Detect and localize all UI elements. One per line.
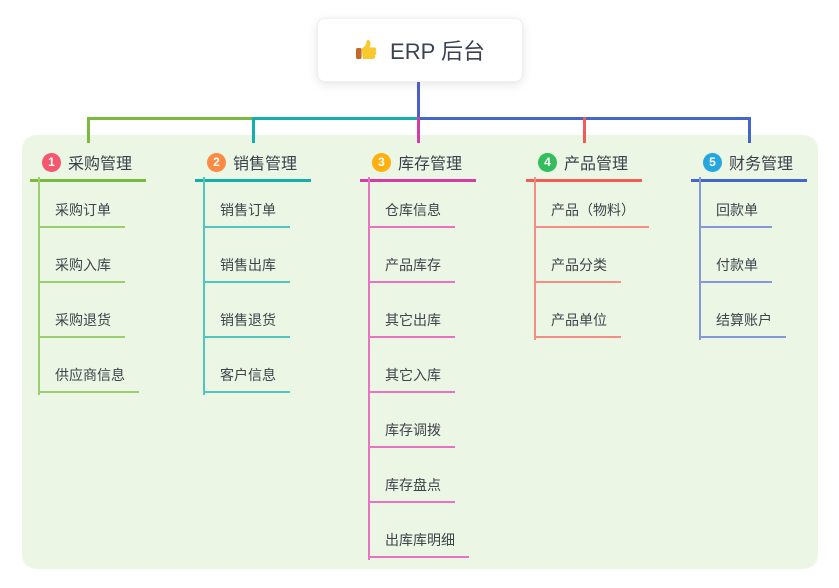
branch-number-badge: 5 [703,152,722,172]
connector-line [251,117,255,143]
branch-node[interactable]: 5 财务管理 [691,150,807,182]
child-node[interactable]: 库存盘点 [368,475,455,503]
child-node[interactable]: 产品分类 [534,255,621,283]
branch-node[interactable]: 4 产品管理 [526,150,642,182]
child-node[interactable]: 产品单位 [534,310,621,338]
child-node[interactable]: 产品库存 [368,255,455,283]
branch-node[interactable]: 1 采购管理 [30,150,146,182]
child-node[interactable]: 销售订单 [203,200,290,228]
child-node[interactable]: 其它出库 [368,310,455,338]
branch-title: 销售管理 [233,156,298,173]
thumbs-up-icon [355,38,380,62]
connector-line [251,117,420,120]
connector-line [699,177,701,340]
child-node[interactable]: 出库库明细 [368,530,469,558]
connector-line [582,117,586,143]
child-node[interactable]: 采购入库 [38,255,125,283]
branch-title: 库存管理 [398,156,463,173]
branch-title: 财务管理 [729,156,794,173]
child-node[interactable]: 供应商信息 [38,365,139,393]
connector-line [534,177,536,340]
child-node[interactable]: 产品（物料） [534,200,649,228]
branch-number-badge: 1 [42,152,61,172]
branch-title: 产品管理 [564,156,629,173]
branch-node[interactable]: 3 库存管理 [360,150,476,182]
connector-line [38,177,40,395]
child-node[interactable]: 采购退货 [38,310,125,338]
root-title: ERP 后台 [390,39,485,64]
connector-line [416,117,420,143]
branch-title: 采购管理 [68,156,133,173]
child-node[interactable]: 采购订单 [38,200,125,228]
connector-line [86,117,90,143]
connector-line [416,82,420,120]
root-node[interactable]: ERP 后台 [317,18,523,82]
child-node[interactable]: 仓库信息 [368,200,455,228]
connector-line [368,177,370,560]
child-node[interactable]: 销售出库 [203,255,290,283]
branch-number-badge: 2 [207,152,226,172]
child-node[interactable]: 销售退货 [203,310,290,338]
branch-number-badge: 4 [538,152,557,172]
branches-panel [22,135,818,569]
child-node[interactable]: 库存调拨 [368,420,455,448]
connector-line [86,117,255,120]
branch-node[interactable]: 2 销售管理 [195,150,311,182]
child-node[interactable]: 客户信息 [203,365,290,393]
branch-number-badge: 3 [372,152,391,172]
child-node[interactable]: 付款单 [699,255,772,283]
connector-line [203,177,205,395]
child-node[interactable]: 其它入库 [368,365,455,393]
child-node[interactable]: 回款单 [699,200,772,228]
connector-line [747,117,751,143]
child-node[interactable]: 结算账户 [699,310,786,338]
